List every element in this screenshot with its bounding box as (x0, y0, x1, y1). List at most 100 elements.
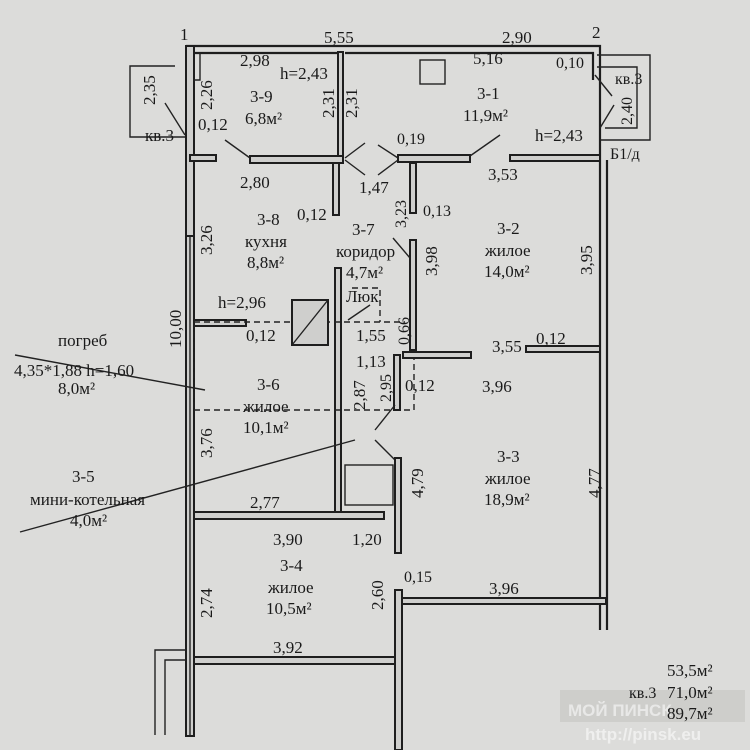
dimension: 1,47 (359, 178, 389, 197)
dimension: 4,79 (408, 468, 427, 498)
room-name: жилое (484, 241, 531, 260)
room-id: 3-4 (280, 556, 303, 575)
room-3-4: 3-4 жилое 10,5м² (266, 556, 314, 618)
cellar-area: 8,0м² (58, 379, 95, 398)
dimension: 0,12 (246, 326, 276, 345)
room-area: 11,9м² (463, 106, 508, 125)
dimension: 3,98 (422, 246, 441, 276)
dimension: 2,35 (140, 75, 159, 105)
dimension: 1,13 (356, 352, 386, 371)
dimension: 2,40 (619, 97, 636, 125)
dimension: 3,96 (482, 377, 512, 396)
walls (14, 44, 651, 750)
dimension: 1,55 (356, 326, 386, 345)
axis-label-1: 1 (180, 25, 189, 44)
room-id: 3-5 (72, 467, 95, 486)
total-area: 53,5м² (667, 661, 713, 680)
dimension: 2,31 (342, 88, 361, 118)
room-name: жилое (484, 469, 531, 488)
area-totals: 53,5м² кв.3 71,0м² 89,7м² (629, 661, 713, 723)
stove-icon (419, 59, 446, 85)
total-area: 89,7м² (667, 704, 713, 723)
room-id: 3-6 (257, 375, 280, 394)
dimension: 0,19 (397, 131, 425, 148)
dimension: 2,26 (197, 80, 216, 110)
dimension: 3,53 (488, 165, 518, 184)
room-area: 4,0м² (70, 511, 107, 530)
cellar-label: погреб 4,35*1,88 h=1,60 8,0м² (14, 331, 134, 398)
room-area: 6,8м² (245, 109, 282, 128)
dimension: 0,13 (423, 203, 451, 220)
dimension: 0,66 (396, 317, 413, 345)
dimension: 0,12 (198, 115, 228, 134)
dimension: 2,95 (378, 374, 395, 402)
height-label: h=2,96 (218, 293, 266, 312)
room-3-5: 3-5 мини-котельная 4,0м² (30, 467, 145, 530)
dimension: 2,80 (240, 173, 270, 192)
dimension: 2,31 (319, 88, 338, 118)
dimension: 2,60 (368, 580, 387, 610)
room-id: 3-8 (257, 210, 280, 229)
room-area: 18,9м² (484, 490, 530, 509)
axis-label-2: 2 (592, 23, 601, 42)
watermark-brand: МОЙ ПИНСК (568, 701, 672, 720)
room-area: 14,0м² (484, 262, 530, 281)
dimension: 2,77 (250, 493, 280, 512)
height-label: h=2,43 (535, 126, 583, 145)
cellar-dims: 4,35*1,88 h=1,60 (14, 361, 134, 380)
room-name: мини-котельная (30, 490, 145, 509)
room-id: 3-3 (497, 447, 520, 466)
cellar-name: погреб (58, 331, 107, 350)
room-id: 3-1 (477, 84, 500, 103)
dimension: 3,90 (273, 530, 303, 549)
dimension: 2,98 (240, 51, 270, 70)
dimension: 3,76 (197, 428, 216, 458)
room-area: 10,5м² (266, 599, 312, 618)
total-apartment-label: кв.3 (629, 685, 656, 702)
room-3-7: 3-7 коридор 4,7м² (336, 220, 395, 282)
dimensions: 5,55 2,90 2,98 5,16 0,10 2,40 2,35 2,26 … (140, 28, 636, 657)
total-area: 71,0м² (667, 683, 713, 702)
room-name: жилое (267, 578, 314, 597)
dimension: 0,10 (556, 55, 584, 72)
apartment-note: кв.3 (145, 126, 174, 145)
height-label: h=2,43 (280, 64, 328, 83)
room-3-3: 3-3 жилое 18,9м² (484, 447, 531, 509)
room-3-8: 3-8 кухня 8,8м² (245, 210, 287, 272)
room-3-1: 3-1 11,9м² (463, 84, 508, 125)
dimension: 2,74 (197, 588, 216, 618)
dimension: 0,15 (404, 569, 432, 586)
bathroom-fixtures-icon (344, 464, 394, 506)
dimension: 2,87 (350, 380, 369, 410)
apartment-note: кв.3 (615, 71, 642, 88)
dimension: 5,55 (324, 28, 354, 47)
dimension: 0,12 (405, 376, 435, 395)
balcony-note: Б1/д (610, 146, 640, 163)
room-area: 4,7м² (346, 263, 383, 282)
room-3-6: 3-6 жилое 10,1м² (242, 375, 289, 437)
dimension: 5,16 (473, 49, 503, 68)
room-name: кухня (245, 232, 287, 251)
room-name: жилое (242, 397, 289, 416)
dimension: 3,96 (489, 579, 519, 598)
dimension: 3,26 (197, 225, 216, 255)
dimension: 3,92 (273, 638, 303, 657)
room-id: 3-2 (497, 219, 520, 238)
dimension: 3,95 (577, 245, 596, 275)
watermark: МОЙ ПИНСК http://pinsk.eu (560, 690, 745, 744)
dimension: 4,77 (585, 468, 604, 498)
room-area: 8,8м² (247, 253, 284, 272)
dimension: 10,00 (166, 310, 185, 348)
hatch-label: Люк (346, 287, 379, 306)
room-id: 3-9 (250, 87, 273, 106)
dimension: 1,20 (352, 530, 382, 549)
room-name: коридор (336, 242, 395, 261)
room-3-2: 3-2 жилое 14,0м² (484, 219, 531, 281)
dimension: 2,90 (502, 28, 532, 47)
room-3-9: 3-9 6,8м² (245, 87, 282, 128)
room-area: 10,1м² (243, 418, 289, 437)
dimension: 3,23 (393, 200, 410, 228)
dimension: 3,55 (492, 337, 522, 356)
watermark-url: http://pinsk.eu (585, 725, 701, 744)
